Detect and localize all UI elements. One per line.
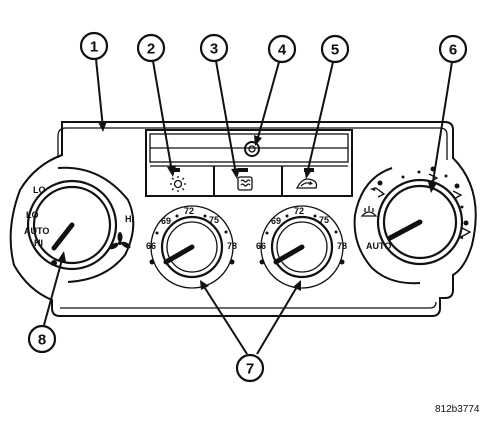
callout-7: 7 bbox=[235, 353, 265, 383]
leader-lines bbox=[43, 58, 453, 355]
passenger-temperature-dial[interactable]: 66 69 72 75 78 bbox=[256, 205, 347, 289]
center-button-module bbox=[145, 129, 353, 197]
fan-icon bbox=[109, 232, 131, 250]
fan-label-hi-right: HI bbox=[125, 214, 134, 224]
fan-off-marker bbox=[51, 260, 57, 266]
mode-dial[interactable]: AUTO bbox=[353, 166, 472, 285]
mix-vent-icon bbox=[452, 183, 463, 200]
recirculation-icon bbox=[295, 178, 318, 189]
callout-8: 8 bbox=[27, 324, 57, 354]
mode-label-auto: AUTO bbox=[366, 241, 391, 251]
svg-text:8: 8 bbox=[38, 332, 46, 349]
driver-temperature-dial[interactable]: 66 69 72 75 78 bbox=[146, 205, 237, 289]
figure-code: 812b3774 bbox=[435, 404, 480, 415]
passenger-temp-66: 66 bbox=[256, 241, 266, 251]
passenger-temp-69: 69 bbox=[271, 216, 281, 226]
passenger-temp-72: 72 bbox=[294, 206, 304, 216]
svg-text:4: 4 bbox=[278, 42, 287, 59]
svg-text:2: 2 bbox=[147, 41, 155, 58]
passenger-temp-pointer bbox=[273, 244, 305, 265]
driver-temp-69: 69 bbox=[161, 216, 171, 226]
driver-temp-pointer bbox=[163, 244, 195, 265]
passenger-temp-75: 75 bbox=[319, 215, 329, 225]
face-vent-icon bbox=[370, 180, 386, 198]
callout-2: 2 bbox=[136, 33, 166, 63]
control-panel-outline bbox=[9, 121, 477, 317]
fan-label-lo: LO bbox=[26, 210, 39, 220]
svg-text:3: 3 bbox=[210, 41, 218, 58]
rear-defrost-icon bbox=[237, 176, 253, 191]
mode-knob-pointer bbox=[387, 219, 423, 241]
callout-3: 3 bbox=[199, 33, 229, 63]
sun-sensor-button[interactable] bbox=[170, 168, 186, 192]
svg-text:5: 5 bbox=[331, 42, 339, 59]
sun-sensor-icon bbox=[170, 176, 186, 192]
fan-speed-dial[interactable]: LO LO AUTO HI HI bbox=[24, 166, 135, 283]
driver-temp-72: 72 bbox=[184, 206, 194, 216]
floor-vent-icon bbox=[458, 220, 472, 239]
callout-6: 6 bbox=[438, 34, 468, 64]
driver-temp-75: 75 bbox=[209, 215, 219, 225]
callout-4: 4 bbox=[267, 34, 297, 64]
rear-defrost-button[interactable] bbox=[237, 168, 253, 191]
fan-label-lo-top: LO bbox=[33, 185, 46, 195]
driver-temp-78: 78 bbox=[227, 241, 237, 251]
sensor-port bbox=[244, 141, 260, 157]
svg-text:1: 1 bbox=[90, 39, 98, 56]
front-defrost-icon bbox=[360, 206, 378, 217]
driver-temp-66: 66 bbox=[146, 241, 156, 251]
fan-knob-pointer bbox=[51, 222, 75, 251]
fan-label-hi-left: HI bbox=[34, 238, 43, 248]
passenger-temp-78: 78 bbox=[337, 241, 347, 251]
fan-label-auto: AUTO bbox=[24, 226, 49, 236]
callout-1: 1 bbox=[79, 31, 109, 61]
svg-text:6: 6 bbox=[449, 42, 457, 59]
svg-text:7: 7 bbox=[246, 361, 254, 378]
callout-5: 5 bbox=[320, 34, 350, 64]
